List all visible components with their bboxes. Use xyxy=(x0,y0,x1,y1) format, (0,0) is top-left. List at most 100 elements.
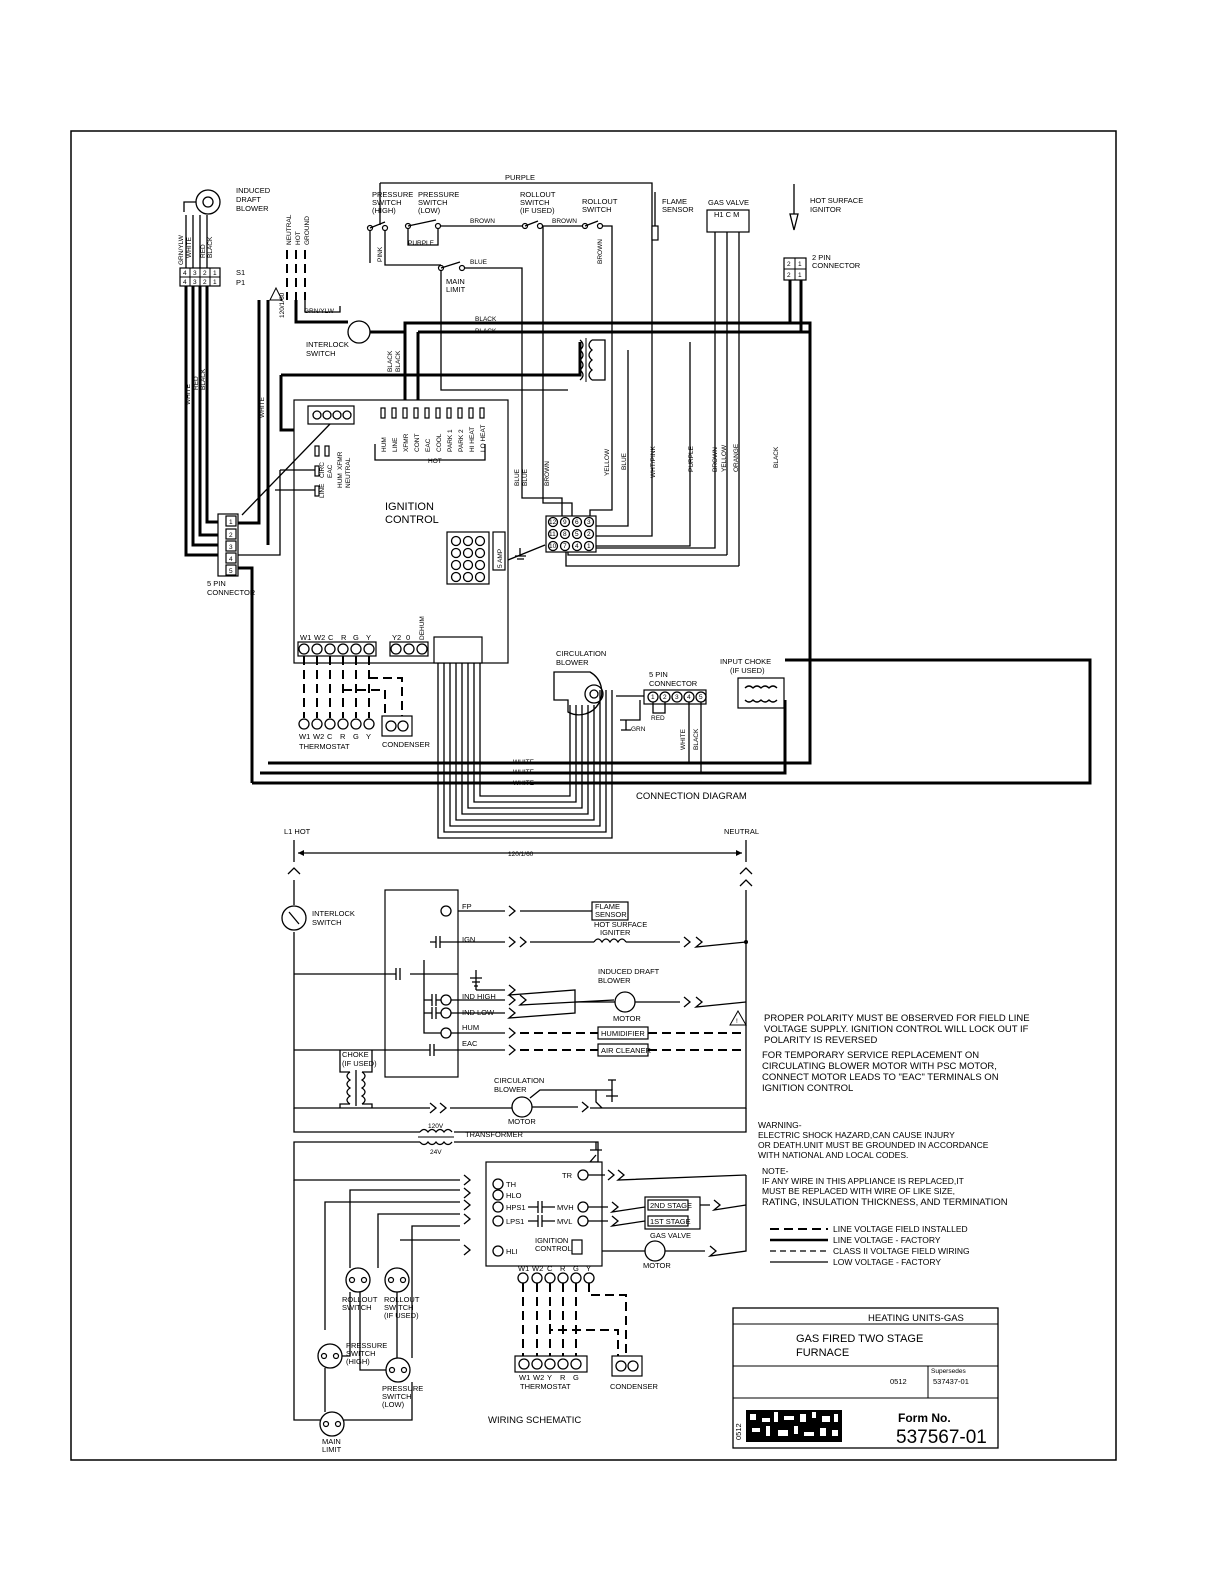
schematic-ignition-control-box xyxy=(384,889,459,1078)
svg-text:1: 1 xyxy=(587,543,591,550)
gas-valve-label: GAS VALVE xyxy=(708,198,749,207)
tb-w1: W1 xyxy=(519,1373,530,1382)
mvl-label: MVL xyxy=(557,1217,572,1226)
wire-red-1: RED xyxy=(200,244,207,258)
rollout-2: SWITCH xyxy=(582,205,612,214)
lv-g: G xyxy=(573,1264,579,1273)
svg-text:4: 4 xyxy=(229,556,233,563)
wire-black-8: BLACK xyxy=(693,728,700,750)
term-line: LINE xyxy=(392,437,399,452)
dehum-term: DEHUM xyxy=(419,616,426,640)
wire-black-5: BLACK xyxy=(387,350,394,372)
tb-y: Y xyxy=(547,1373,552,1382)
svg-text:4: 4 xyxy=(575,543,579,550)
left-term-hum: HUM xyxy=(337,473,344,488)
sch-ps-low-1: PRESSURE xyxy=(382,1384,423,1393)
hsi-label-2: IGNITOR xyxy=(810,205,842,214)
svg-text:4: 4 xyxy=(183,279,187,286)
ps-low-2: SWITCH xyxy=(418,198,448,207)
note-polarity-2: VOLTAGE SUPPLY. IGNITION CONTROL WILL LO… xyxy=(764,1024,1029,1035)
ps-high-2: SWITCH xyxy=(372,198,402,207)
blower-label-1: INDUCED xyxy=(236,186,271,195)
note-temp-3: CONNECT MOTOR LEADS TO "EAC" TERMINALS O… xyxy=(762,1072,999,1083)
remote-thermostat-terminals xyxy=(298,718,375,730)
term-hum: HUM xyxy=(381,437,388,452)
svg-text:2: 2 xyxy=(203,279,207,286)
hsi-label-1: HOT SURFACE xyxy=(810,196,863,205)
wire-white-1: WHITE xyxy=(186,236,193,258)
rollout-switch-icon xyxy=(581,220,604,230)
ground-wire-label: GRN/YLW xyxy=(304,308,335,315)
left-term-neutral: NEUTRAL xyxy=(345,457,352,488)
hsi-sch-2: IGNITER xyxy=(600,928,631,937)
board-12-pin-plug xyxy=(446,531,490,585)
rt-r: R xyxy=(340,732,346,741)
sch-main-limit-1: MAIN xyxy=(322,1437,341,1446)
ignition-control-label-1: IGNITION xyxy=(385,501,434,513)
svg-text:2: 2 xyxy=(787,261,791,268)
eac-term: EAC xyxy=(462,1039,478,1048)
wire-pink: PINK xyxy=(377,246,384,262)
note-temp-1: FOR TEMPORARY SERVICE REPLACEMENT ON xyxy=(762,1050,979,1061)
interlock-label-2: SWITCH xyxy=(306,349,336,358)
tstat-term-w1: W1 xyxy=(300,633,311,642)
note-4: RATING, INSULATION THICKNESS, AND TERMIN… xyxy=(762,1197,1008,1208)
lps1-label: LPS1 xyxy=(506,1217,524,1226)
svg-text:6: 6 xyxy=(575,519,579,526)
supply-ground-label: GROUND xyxy=(304,216,311,245)
interlock-switch-icon xyxy=(347,320,371,344)
blower-label-3: BLOWER xyxy=(236,204,269,213)
term-cont: CONT xyxy=(414,434,421,452)
two-pin-2: CONNECTOR xyxy=(812,261,861,270)
lv-ignition-1: IGNITION xyxy=(535,1236,568,1245)
sch-main-limit-2: LIMIT xyxy=(322,1445,342,1454)
notes-block: ! PROPER POLARITY MUST BE OBSERVED FOR F… xyxy=(729,1009,1030,1267)
wire-red-3: RED xyxy=(651,715,665,722)
supersedes-value: 537437-01 xyxy=(933,1377,969,1386)
five-pin-blower-1: 5 PIN xyxy=(649,670,668,679)
circ-sch-1: CIRCULATION xyxy=(494,1076,544,1085)
svg-text:3: 3 xyxy=(675,694,679,701)
left-term-line: LINE xyxy=(319,483,326,498)
wire-brown-2: BROWN xyxy=(552,218,577,225)
wire-black-4: BLACK xyxy=(475,328,497,335)
main-limit-2: LIMIT xyxy=(446,285,466,294)
wire-blue-1: BLUE xyxy=(470,259,488,266)
warning-4: WITH NATIONAL AND LOCAL CODES. xyxy=(758,1150,908,1160)
svg-text:1: 1 xyxy=(229,519,233,526)
v120-label: 120V xyxy=(428,1123,444,1130)
legend-4: LOW VOLTAGE - FACTORY xyxy=(833,1257,941,1267)
form-number: 537567-01 xyxy=(896,1427,987,1448)
connection-diagram-title: CONNECTION DIAGRAM xyxy=(636,791,747,802)
lv-tstat-terminals xyxy=(517,1272,595,1284)
induced-draft-blower-icon xyxy=(183,189,221,215)
o-term: 0 xyxy=(406,633,410,642)
tstat-term-y: Y xyxy=(366,633,371,642)
gas-valve-sch-label: GAS VALVE xyxy=(650,1231,691,1240)
sch-interlock-1: INTERLOCK xyxy=(312,909,355,918)
ps-low-1: PRESSURE xyxy=(418,190,459,199)
hlo-label: HLO xyxy=(506,1191,522,1200)
note-3: MUST BE REPLACED WITH WIRE OF LIKE SIZE, xyxy=(762,1186,955,1196)
svg-text:4: 4 xyxy=(687,694,691,701)
hot-bus-label: HOT xyxy=(428,458,442,465)
title-category: HEATING UNITS-GAS xyxy=(868,1313,964,1324)
flame-sensor-sch-1: FLAME xyxy=(595,902,620,911)
svg-text:2: 2 xyxy=(203,270,207,277)
flame-sensor-sch-2: SENSOR xyxy=(595,910,627,919)
transformer-label: TRANSFORMER xyxy=(465,1130,524,1139)
wire-black-1: BLACK xyxy=(207,236,214,258)
note-temp-2: CIRCULATING BLOWER MOTOR WITH PSC MOTOR, xyxy=(762,1061,997,1072)
sch-ps-low-2: SWITCH xyxy=(382,1392,412,1401)
circ-motor-icon xyxy=(511,1096,533,1118)
note-temp-4: IGNITION CONTROL xyxy=(762,1083,853,1094)
sch-thermostat-box xyxy=(514,1355,588,1373)
wire-brown-3: BROWN xyxy=(597,239,604,264)
main-limit-sch-icon xyxy=(319,1411,345,1437)
humidifier-label: HUMIDIFIER xyxy=(601,1029,645,1038)
lv-w2: W2 xyxy=(532,1264,543,1273)
term-xfmr: XFMR xyxy=(403,433,410,452)
